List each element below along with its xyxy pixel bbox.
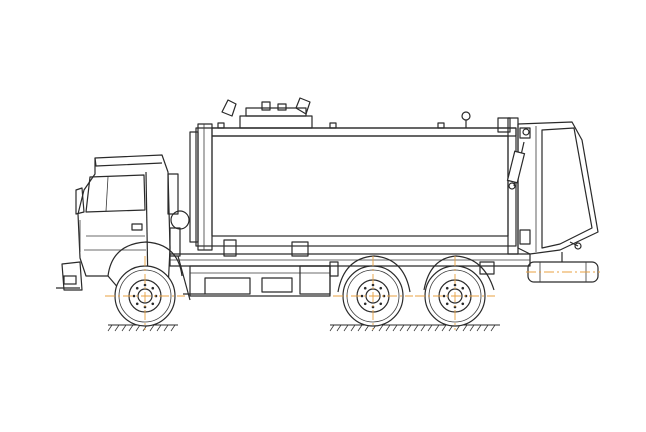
compactor-body bbox=[189, 97, 517, 251]
rear-wheel-2 bbox=[415, 256, 495, 330]
rear-roller bbox=[527, 252, 599, 283]
rear-wheel-arch-2 bbox=[423, 255, 495, 291]
rear-wheel-1 bbox=[333, 256, 413, 330]
front-wheel bbox=[105, 256, 185, 330]
rear-loader bbox=[497, 117, 599, 255]
front-wheel-arch bbox=[107, 241, 183, 277]
ground-rear bbox=[329, 324, 500, 332]
cab bbox=[56, 154, 190, 291]
rear-wheel-arch-1 bbox=[337, 255, 411, 293]
